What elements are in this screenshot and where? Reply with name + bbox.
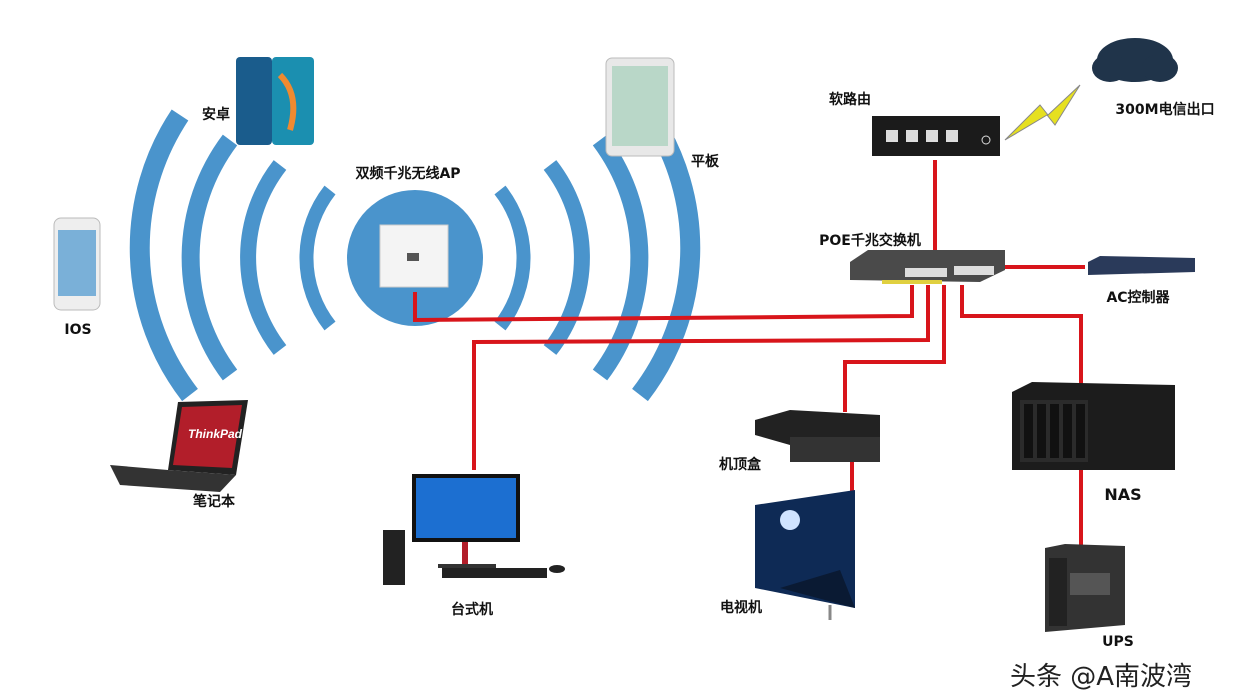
label-laptop: 笔记本 [193, 494, 235, 510]
label-switch: POE千兆交换机 [819, 233, 921, 249]
label-router: 软路由 [829, 92, 871, 108]
poe-switch [850, 250, 1005, 284]
label-ios: IOS [64, 322, 92, 338]
nas-device [1012, 382, 1175, 470]
ups-device [1045, 544, 1125, 632]
label-settop: 机顶盒 [719, 457, 761, 473]
cloud-icon [1092, 38, 1178, 82]
ac-controller [1088, 256, 1195, 275]
ethernet-cables [413, 160, 1085, 545]
set-top-box [755, 410, 880, 462]
label-ups: UPS [1102, 634, 1134, 650]
label-nas: NAS [1104, 485, 1142, 504]
tablet [605, 57, 675, 157]
ap-device [379, 224, 449, 288]
label-tablet: 平板 [691, 154, 719, 170]
desktop-computer [383, 474, 565, 585]
label-ac: AC控制器 [1106, 290, 1170, 306]
label-ap: 双频千兆无线AP [355, 166, 461, 182]
label-android: 安卓 [202, 107, 230, 123]
label-desktop: 台式机 [451, 602, 493, 618]
laptop: ThinkPad [110, 400, 248, 492]
television [755, 490, 855, 620]
watermark: 头条 @A南波湾 [1010, 662, 1193, 692]
android-phone [236, 57, 314, 145]
label-isp: 300M电信出口 [1115, 102, 1215, 118]
laptop-brand: ThinkPad [188, 427, 243, 441]
soft-router [872, 116, 1000, 156]
label-tv: 电视机 [720, 600, 762, 616]
lightning-icon [1004, 84, 1081, 141]
wifi-waves [129, 109, 701, 402]
ios-phone [53, 217, 101, 311]
